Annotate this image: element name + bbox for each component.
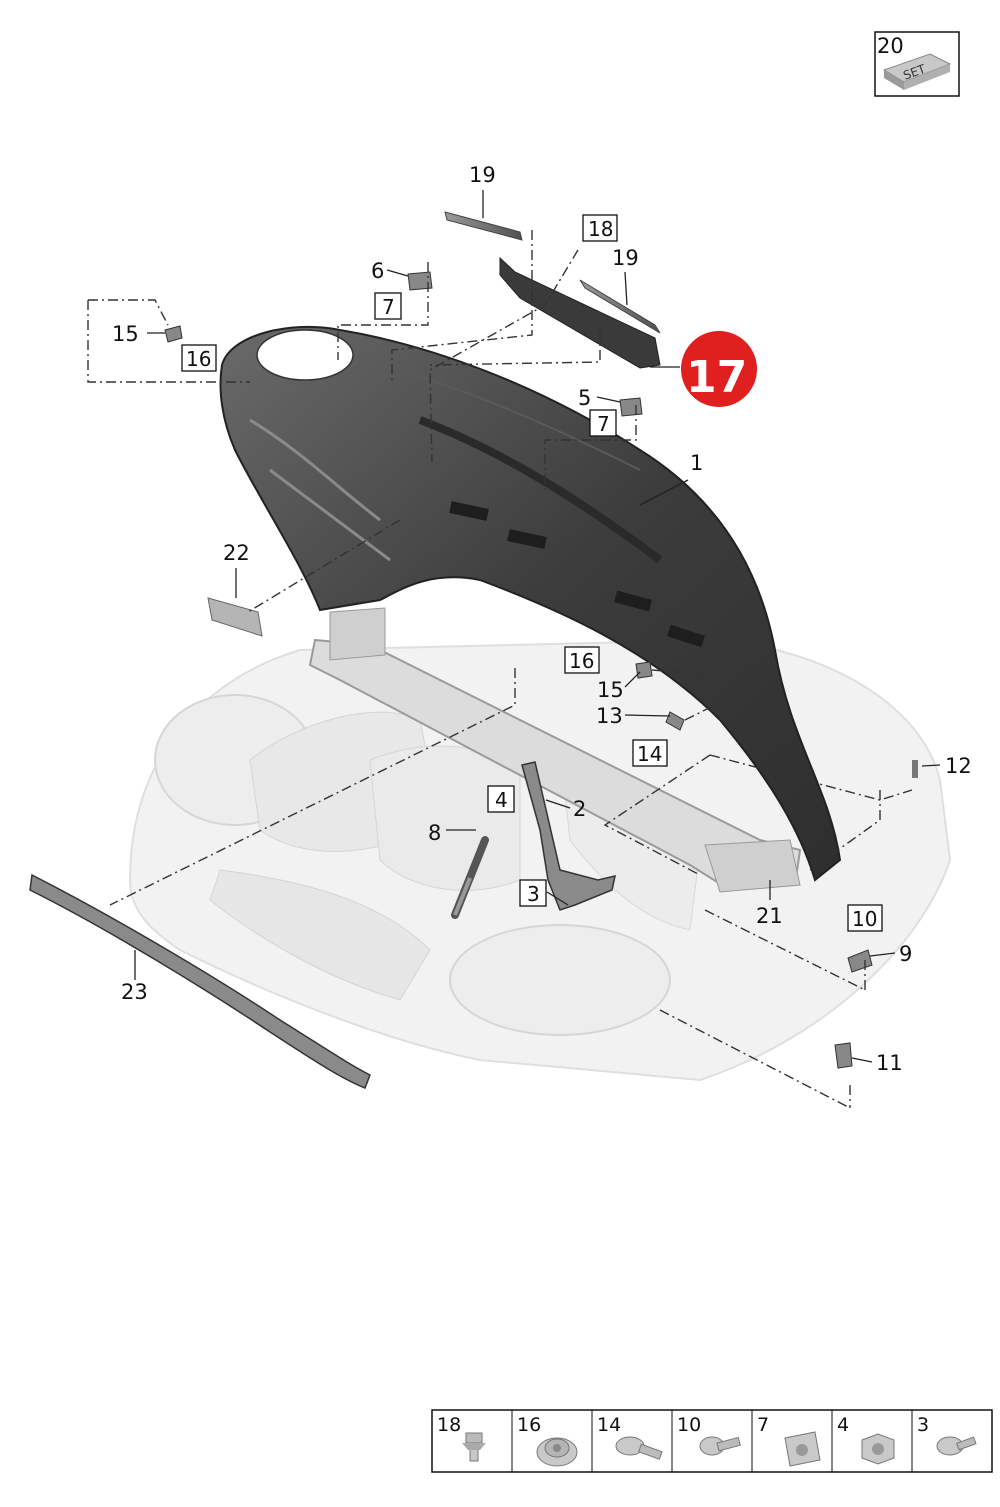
label-1: 1	[690, 451, 703, 475]
set-box: 20 SET	[874, 31, 960, 97]
svg-text:4: 4	[837, 1414, 849, 1436]
label-11: 11	[876, 1051, 903, 1075]
svg-text:3: 3	[527, 882, 540, 906]
label-19-upper: 19	[469, 163, 496, 187]
label-22: 22	[223, 541, 250, 565]
svg-text:7: 7	[382, 295, 395, 319]
front-hood	[219, 326, 842, 882]
legend-cell-14: 14	[597, 1414, 663, 1460]
part-labels: 19 19 6 15 5 1 22 15 13 12 2 8 21 9 11 2…	[112, 163, 972, 1075]
leader-lines	[134, 190, 941, 1063]
legend-cell-10: 10	[677, 1414, 741, 1456]
set-box-number: 20	[877, 34, 904, 58]
boxed-labels: 18 7 16 7 16 14 4 3	[181, 214, 883, 932]
label-9: 9	[899, 942, 912, 966]
svg-text:4: 4	[495, 788, 508, 812]
boxed-label-4: 4	[487, 785, 515, 813]
svg-text:3: 3	[917, 1414, 929, 1436]
label-15-right: 15	[597, 678, 624, 702]
seal-strip-19-upper	[444, 211, 523, 241]
flange-nut-icon	[536, 1437, 578, 1467]
legend-cell-3: 3	[917, 1414, 977, 1456]
label-23: 23	[121, 980, 148, 1004]
svg-text:16: 16	[517, 1414, 541, 1436]
hood-hinge	[521, 761, 616, 911]
svg-text:14: 14	[637, 742, 662, 766]
cover-plate	[207, 597, 263, 637]
svg-text:10: 10	[677, 1414, 701, 1436]
gas-strut	[451, 836, 489, 919]
label-2: 2	[573, 797, 586, 821]
legend-cell-4: 4	[837, 1414, 895, 1465]
label-6: 6	[371, 259, 384, 283]
boxed-label-10: 10	[847, 904, 883, 932]
hex-nut-icon	[861, 1433, 895, 1465]
svg-text:7: 7	[597, 412, 610, 436]
legend-cell-7: 7	[757, 1414, 821, 1467]
seal-strip-19-lower	[579, 279, 661, 334]
intake-trim-part	[499, 256, 661, 369]
boxed-label-14: 14	[632, 739, 668, 767]
label-19-lower: 19	[612, 246, 639, 270]
clip-nut-icon	[784, 1431, 821, 1467]
highlight-number: 17	[686, 352, 747, 403]
boxed-label-7-lower: 7	[589, 409, 617, 437]
label-21: 21	[756, 904, 783, 928]
boxed-label-3: 3	[519, 879, 547, 907]
svg-text:18: 18	[588, 217, 613, 241]
set-kit-icon: SET	[882, 53, 952, 90]
label-13: 13	[596, 704, 623, 728]
legend-cell-16: 16	[517, 1414, 578, 1467]
svg-text:16: 16	[569, 649, 594, 673]
label-15-left: 15	[112, 322, 139, 346]
label-5: 5	[578, 386, 591, 410]
torx-screw-icon	[615, 1436, 663, 1460]
front-seal-strip	[29, 873, 371, 1089]
boxed-label-16-right: 16	[564, 646, 600, 674]
legend-cell-18: 18	[437, 1414, 486, 1462]
assembly-lines	[87, 230, 913, 1109]
svg-text:14: 14	[597, 1414, 621, 1436]
boxed-label-18: 18	[582, 214, 618, 242]
fastener-legend: 18 16 14 10	[431, 1409, 993, 1473]
bolt-icon	[699, 1436, 741, 1456]
svg-text:7: 7	[757, 1414, 769, 1436]
highlight-callout-17[interactable]: 17	[681, 331, 757, 407]
svg-text:10: 10	[852, 907, 877, 931]
svg-text:18: 18	[437, 1414, 461, 1436]
push-clip-icon	[462, 1432, 486, 1462]
label-8: 8	[428, 821, 441, 845]
screw-icon	[936, 1436, 977, 1456]
boxed-label-16-left: 16	[181, 344, 217, 372]
boxed-label-7-upper: 7	[374, 292, 402, 320]
label-12: 12	[945, 754, 972, 778]
lock-carrier-crossmember	[308, 607, 802, 893]
svg-text:16: 16	[186, 347, 211, 371]
